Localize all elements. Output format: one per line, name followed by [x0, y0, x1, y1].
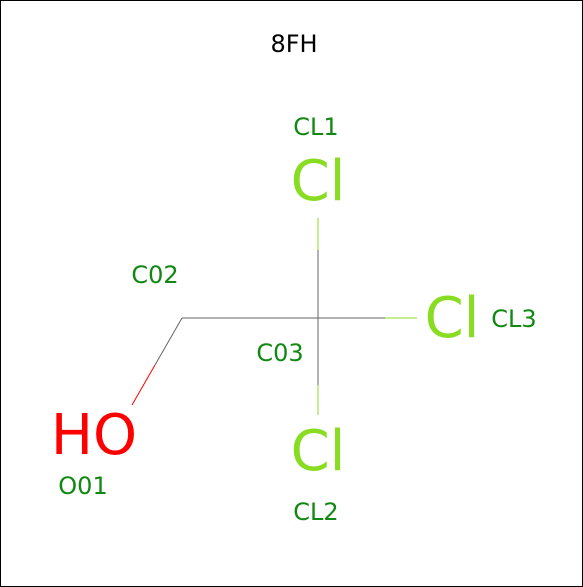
atom-cl3-symbol: Cl [425, 286, 480, 351]
atom-cl3-label: CL3 [491, 305, 536, 333]
atom-c02-label: C02 [131, 261, 178, 289]
molecule-title: 8FH [270, 30, 317, 58]
atom-o01-label: O01 [58, 472, 107, 500]
atom-cl2-symbol: Cl [291, 419, 346, 484]
atom-cl1-label: CL1 [293, 113, 338, 141]
bond-c02-o01-oxygen [131, 364, 156, 406]
atom-o01-symbol: HO [51, 403, 137, 468]
atom-cl1-symbol: Cl [291, 149, 346, 214]
atom-c03-label: C03 [256, 339, 303, 367]
bond-c02-o01-carbon [154, 317, 183, 366]
atom-cl2-label: CL2 [293, 498, 338, 526]
